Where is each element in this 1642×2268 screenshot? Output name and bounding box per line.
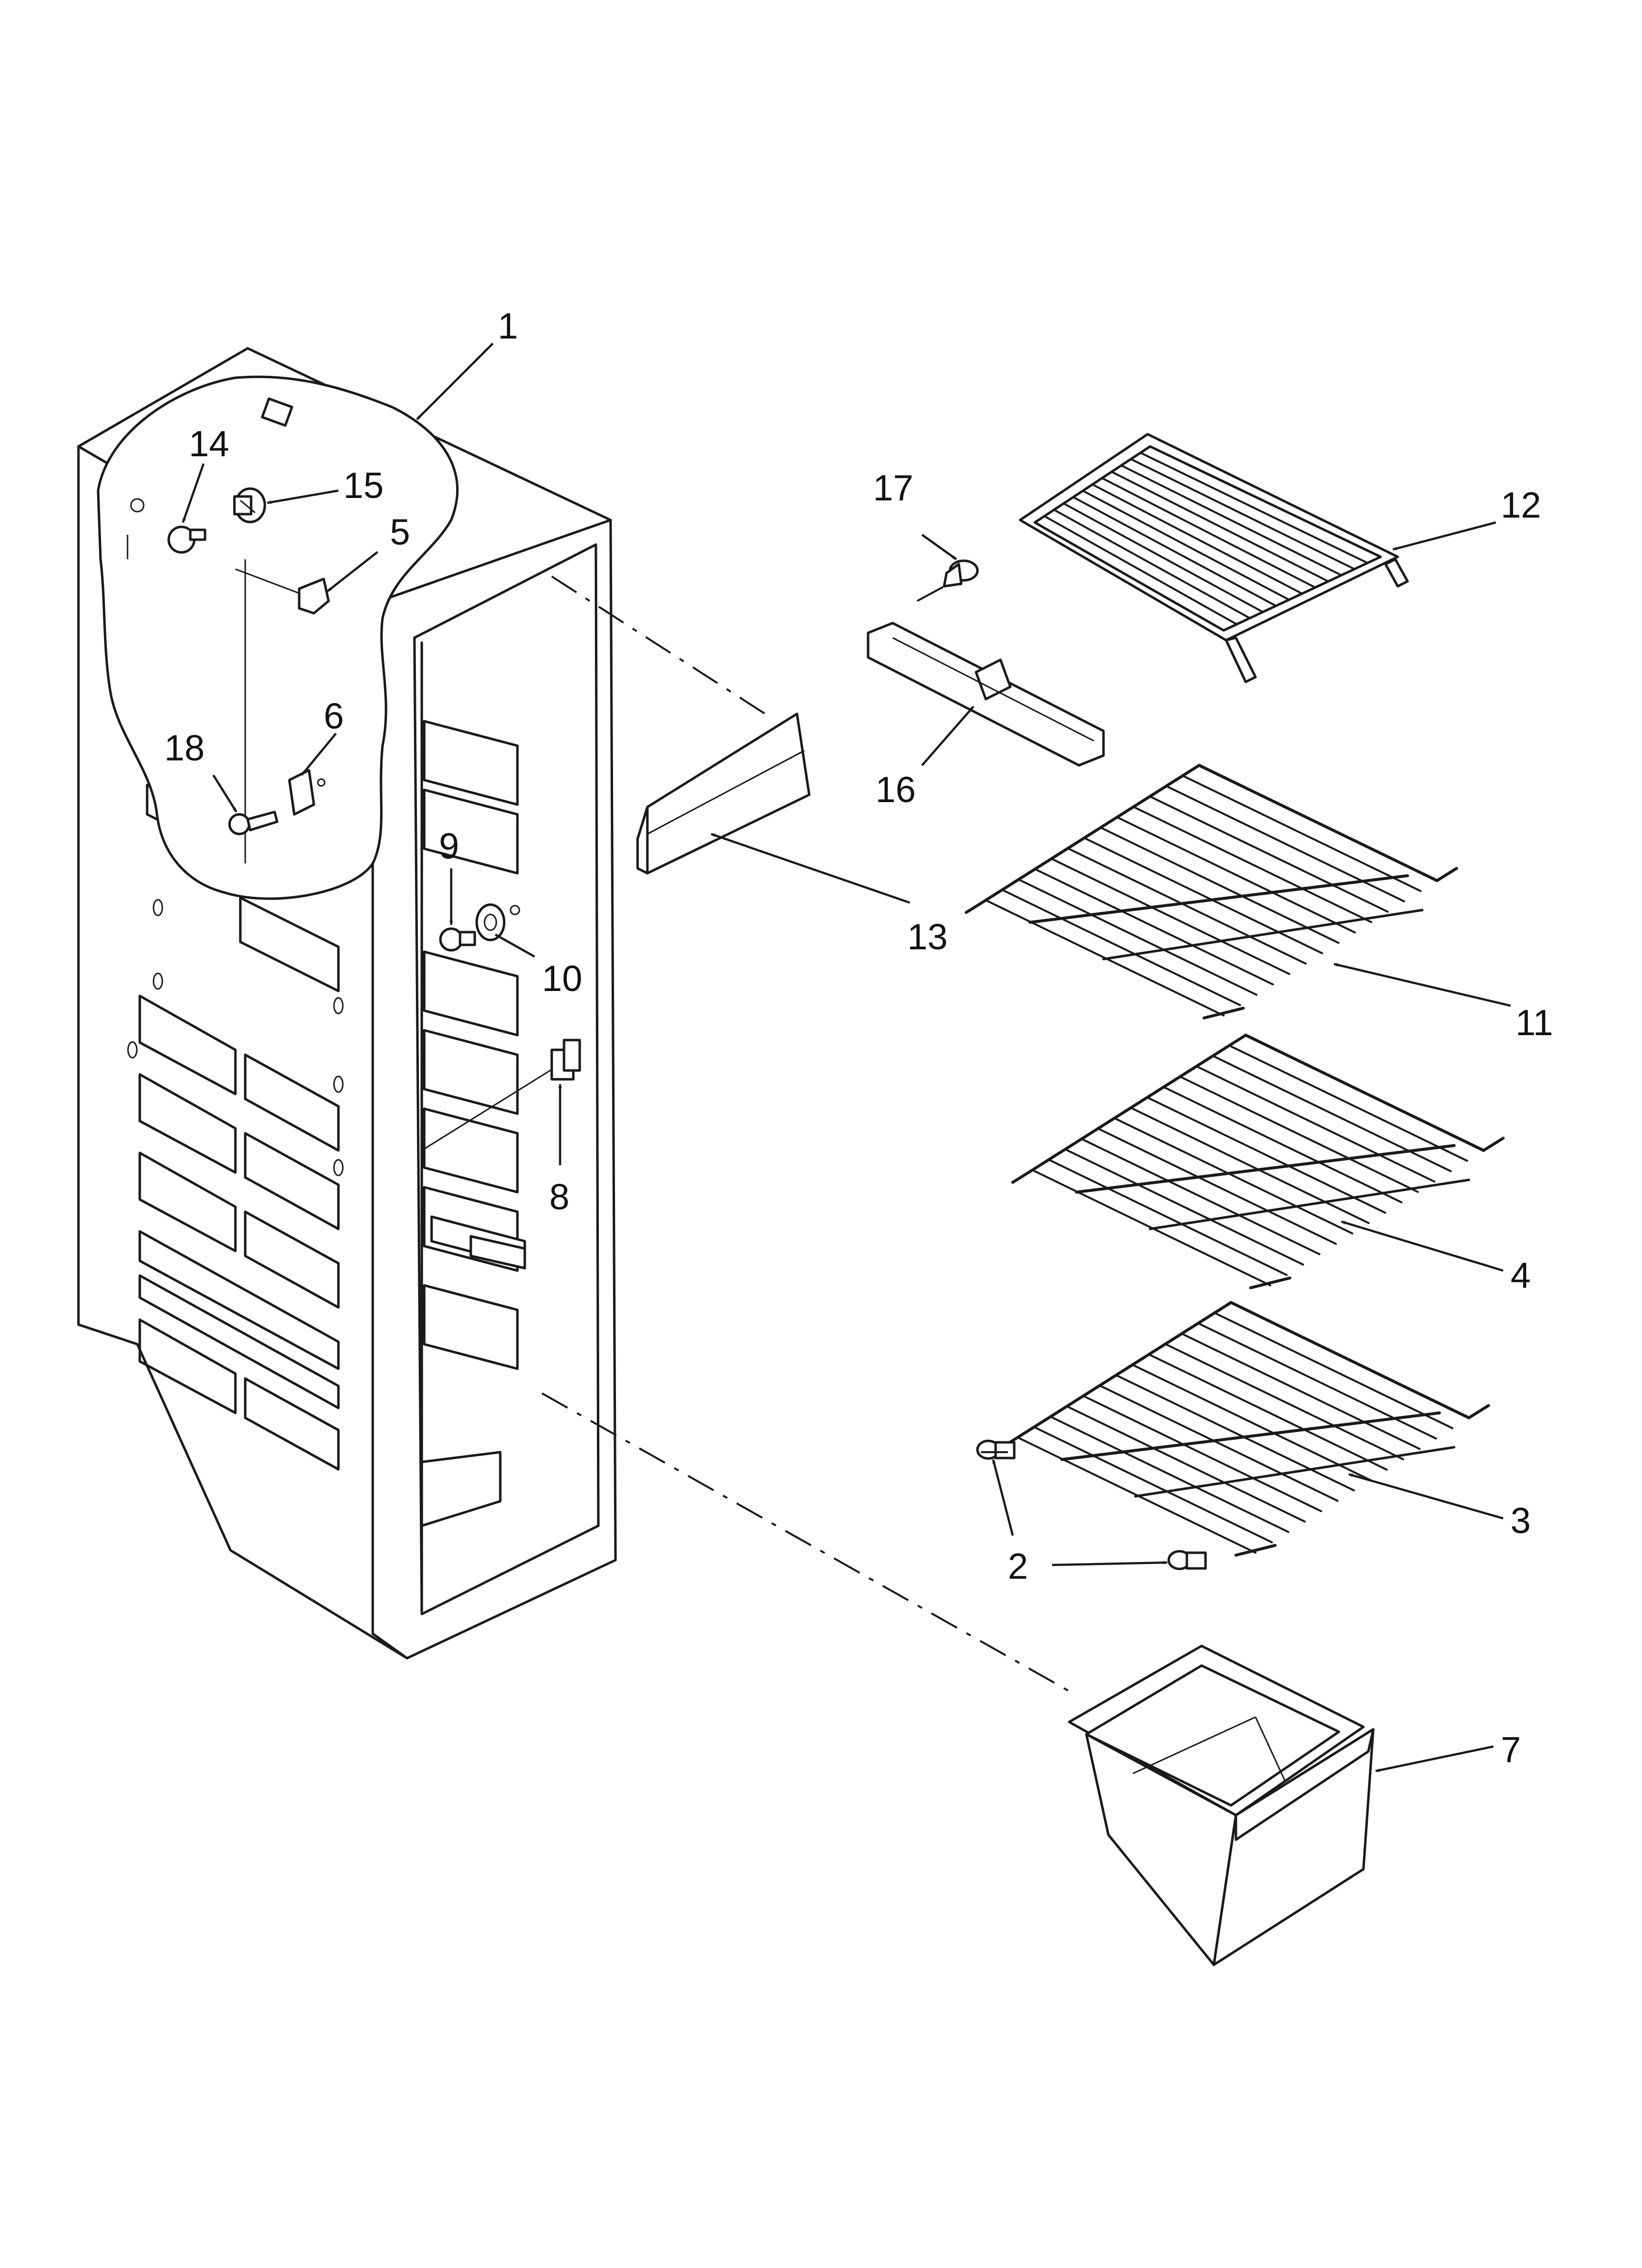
callout-11: 11 (1515, 1002, 1553, 1043)
screw-part (228, 810, 279, 835)
wire-shelf-11 (965, 764, 1458, 1019)
callout-17: 17 (873, 468, 913, 508)
bracket-screw (943, 559, 979, 588)
upper-wire-shelf (1019, 433, 1409, 683)
wire-shelf-4 (1011, 1034, 1505, 1289)
inner-wall-panels (423, 720, 526, 1370)
callout-3: 3 (1511, 1500, 1531, 1541)
callout-6: 6 (324, 696, 344, 736)
callout-7: 7 (1501, 1729, 1521, 1770)
alignment-lines (541, 575, 1072, 1694)
light-socket (233, 487, 266, 523)
callout-9: 9 (439, 826, 459, 866)
callout-18: 18 (164, 728, 205, 768)
callout-5: 5 (390, 512, 410, 552)
callout-4: 4 (1511, 1255, 1531, 1296)
callout-10: 10 (542, 958, 582, 999)
rail-retainer (636, 712, 811, 875)
freezer-liner (77, 347, 617, 1660)
wire-shelf-3 (997, 1301, 1490, 1557)
callout-labels: 1 2 3 4 5 6 7 8 9 10 11 12 13 14 15 16 1… (164, 306, 1553, 1770)
outer-wall-panels (127, 783, 344, 1471)
pivot-screw (439, 927, 476, 952)
connector-part (421, 1039, 581, 1151)
callout-2: 2 (1008, 1546, 1028, 1587)
callout-15: 15 (343, 465, 384, 506)
clip-part (235, 568, 330, 615)
freezer-bin (1068, 1644, 1375, 1966)
callout-16: 16 (875, 769, 916, 810)
callout-14: 14 (189, 423, 229, 464)
callout-13: 13 (907, 916, 948, 957)
light-bulb (167, 525, 206, 554)
callout-12: 12 (1501, 485, 1541, 525)
callout-1: 1 (498, 306, 518, 346)
leader-lines (181, 342, 1511, 1773)
spacer-washer (475, 903, 520, 941)
shelf-bracket (867, 622, 1105, 767)
callout-8: 8 (549, 1176, 569, 1217)
shelf-end-caps (976, 1439, 1207, 1570)
